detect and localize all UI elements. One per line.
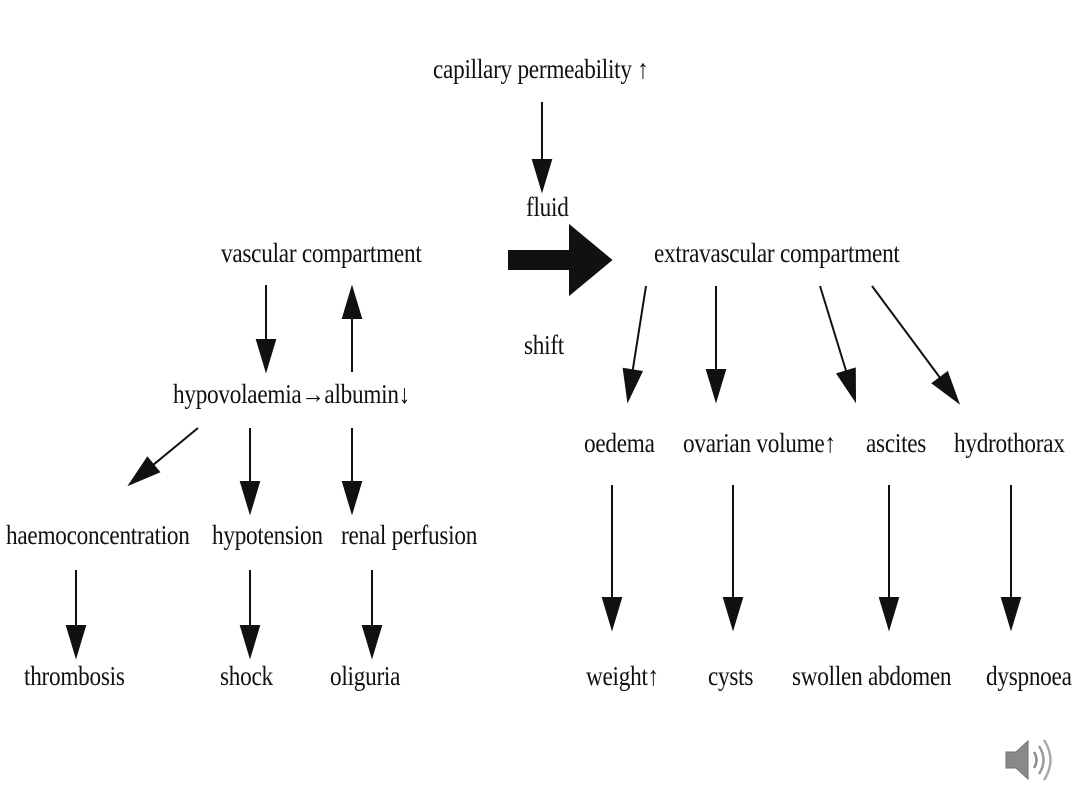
arrow-extravascular-to-ascites [819,285,857,404]
node-fluid: fluid [526,192,569,222]
node-hypotension: hypotension [212,520,323,550]
arrow-hypovolaemia-to-haemoconcentration [127,427,199,487]
node-ovarian-volume: ovarian volume↑ [683,428,836,458]
node-ascites: ascites [866,428,927,458]
fluid-shift-block-arrow [508,223,613,297]
arrow-ascites-to-swollen-abdomen [878,485,900,632]
node-cysts: cysts [708,661,754,691]
arrow-oedema-to-weight [601,485,623,632]
node-oedema: oedema [584,428,655,458]
node-vascular-compartment: vascular compartment [221,238,422,268]
node-oliguria: oliguria [330,661,401,691]
arrow-hydrothorax-to-dyspnoea [1000,485,1022,632]
node-haemoconcentration: haemoconcentration [6,520,190,550]
node-hydrothorax: hydrothorax [954,428,1065,458]
arrow-haemoconcentration-to-thrombosis [65,570,87,660]
node-capillary-permeability: capillary permeability ↑ [433,54,649,84]
node-hypovolaemia-albumin: hypovolaemia→albumin↓ [173,379,411,409]
node-shift: shift [524,330,565,360]
arrow-hypotension-to-shock [239,570,261,660]
arrow-hypovolaemia-to-hypotension [239,428,261,516]
arrow-albumin-to-vascular [341,284,363,372]
node-renal-perfusion: renal perfusion [341,520,478,550]
speaker-icon[interactable] [1002,734,1058,786]
node-thrombosis: thrombosis [24,661,125,691]
node-extravascular-compartment: extravascular compartment [654,238,900,268]
arrow-albumin-to-renal-perfusion [341,428,363,516]
arrow-permeability-to-fluid [531,102,553,194]
arrow-ovarian-volume-to-cysts [722,485,744,632]
arrow-extravascular-to-hydrothorax [871,285,961,405]
arrow-renal-perfusion-to-oliguria [361,570,383,660]
node-shock: shock [220,661,273,691]
arrow-extravascular-to-ovarian-volume [705,286,727,404]
arrow-extravascular-to-oedema [622,285,647,404]
node-swollen-abdomen: swollen abdomen [792,661,952,691]
node-dyspnoea: dyspnoea [986,661,1072,691]
node-weight: weight↑ [586,661,660,691]
arrow-vascular-to-hypovolaemia [255,285,277,374]
